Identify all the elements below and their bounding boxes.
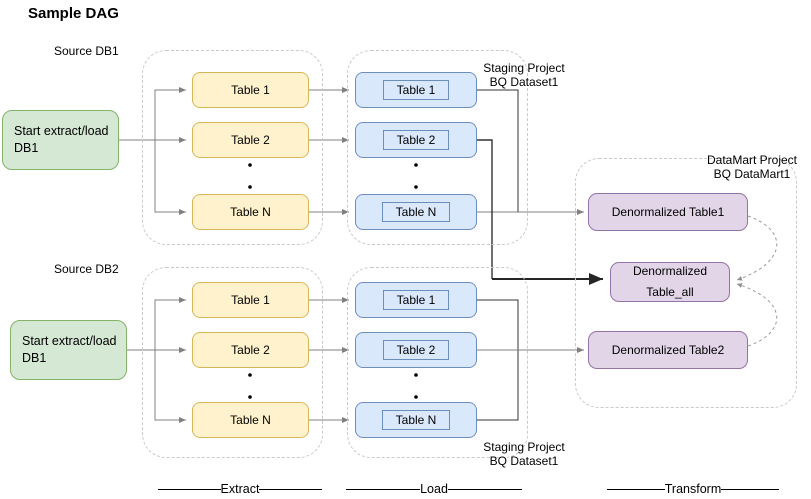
rule-right bbox=[721, 488, 779, 490]
datamart-dependency-curves bbox=[736, 215, 778, 347]
load-top-table-2-inner: Table 2 bbox=[382, 130, 450, 150]
rule-left bbox=[158, 488, 221, 490]
extract-top-container bbox=[142, 50, 323, 245]
start-node-db1: Start extract/load DB1 bbox=[2, 110, 119, 170]
load-top-table-n-inner: Table N bbox=[381, 202, 451, 222]
extract-top-table-n: Table N bbox=[192, 194, 309, 230]
rule-right bbox=[447, 488, 522, 490]
source-db1-label: Source DB1 bbox=[54, 44, 119, 58]
ellipsis-dots bbox=[248, 163, 418, 399]
extract-bottom-table-2: Table 2 bbox=[192, 332, 309, 368]
start-node-db2: Start extract/load DB1 bbox=[10, 320, 127, 380]
stage-extract-label: Extract bbox=[220, 482, 260, 496]
rule-right bbox=[259, 488, 322, 490]
source-db2-label: Source DB2 bbox=[54, 262, 119, 276]
start2-fanout bbox=[127, 297, 349, 423]
stage-transform: Transform bbox=[607, 480, 779, 498]
stage-load: Load bbox=[346, 480, 522, 498]
extract-bottom-table-1: Table 1 bbox=[192, 282, 309, 318]
load-bottom-table-1: Table 1 bbox=[355, 282, 477, 318]
denormalized-table2-node: Denormalized Table2 bbox=[588, 331, 748, 369]
staging-bottom-to-datamart bbox=[477, 299, 584, 421]
load-bottom-table-2-inner: Table 2 bbox=[382, 340, 450, 360]
denormalized-table-all-node: Denormalized Table_all bbox=[610, 262, 730, 302]
datamart-project-label: DataMart Project BQ DataMart1 bbox=[706, 153, 798, 181]
staging-top-to-datamart bbox=[477, 89, 603, 285]
load-bottom-table-2: Table 2 bbox=[355, 332, 477, 368]
staging-project-bottom-label: Staging Project BQ Dataset1 bbox=[483, 440, 565, 468]
extract-top-table-1: Table 1 bbox=[192, 72, 309, 108]
datamart-container bbox=[575, 158, 797, 408]
extract-bottom-container bbox=[142, 267, 323, 458]
stage-extract: Extract bbox=[158, 480, 322, 498]
stage-transform-label: Transform bbox=[664, 482, 722, 496]
extract-bottom-table-n: Table N bbox=[192, 402, 309, 438]
rule-left bbox=[346, 488, 421, 490]
load-top-table-1: Table 1 bbox=[355, 72, 477, 108]
load-bottom-table-n: Table N bbox=[355, 402, 477, 438]
load-top-table-n: Table N bbox=[355, 194, 477, 230]
stage-load-label: Load bbox=[420, 482, 448, 496]
load-top-table-1-inner: Table 1 bbox=[382, 80, 450, 100]
load-bottom-container bbox=[347, 267, 528, 458]
denormalized-table1-node: Denormalized Table1 bbox=[588, 193, 748, 231]
load-top-table-2: Table 2 bbox=[355, 122, 477, 158]
load-bottom-table-n-inner: Table N bbox=[381, 410, 451, 430]
page-title: Sample DAG bbox=[28, 5, 119, 22]
start1-fanout bbox=[119, 87, 349, 215]
load-bottom-table-1-inner: Table 1 bbox=[382, 290, 450, 310]
rule-left bbox=[607, 488, 665, 490]
load-top-container bbox=[347, 50, 528, 245]
extract-top-table-2: Table 2 bbox=[192, 122, 309, 158]
staging-project-top-label: Staging Project BQ Dataset1 bbox=[483, 61, 565, 89]
